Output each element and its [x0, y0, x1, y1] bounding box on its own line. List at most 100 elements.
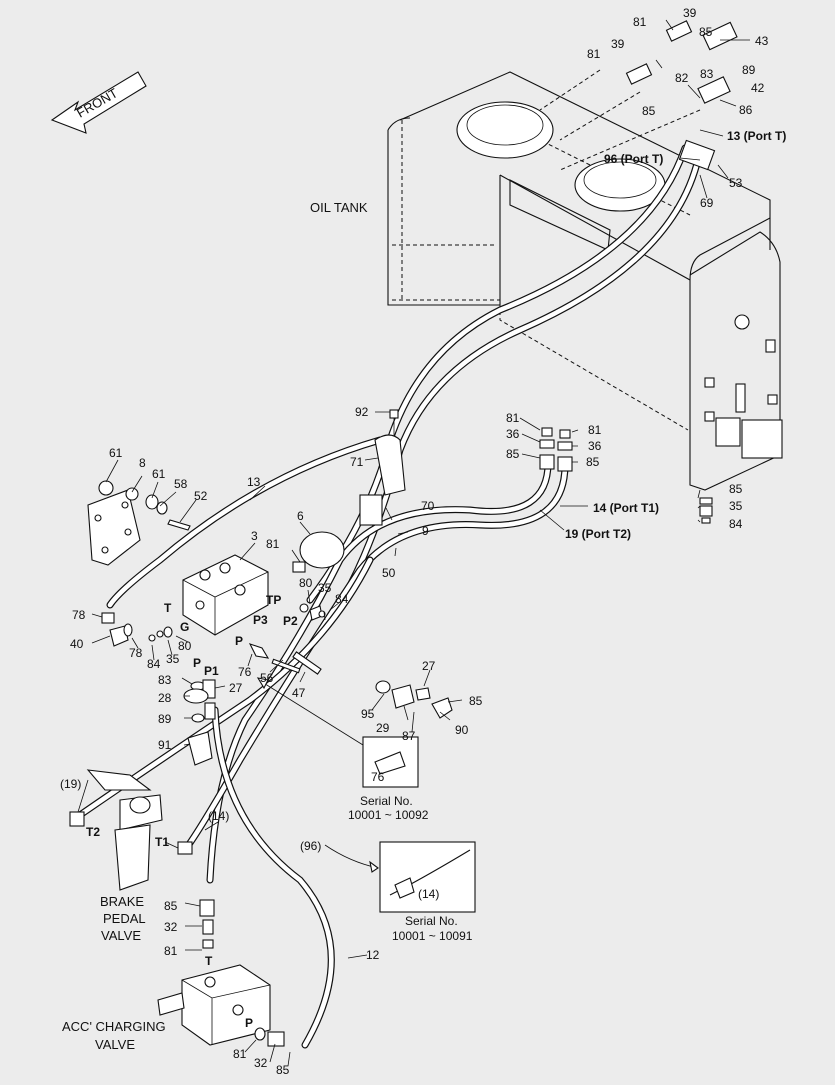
valve-block-3: [182, 531, 345, 636]
oil-tank: OIL TANK: [310, 71, 783, 491]
callout-85: 85: [276, 1063, 290, 1077]
bracket-8: [87, 480, 191, 566]
callout-35: 35: [729, 499, 743, 513]
callout-8: 8: [139, 456, 146, 470]
callout-92: 92: [355, 405, 369, 419]
callout-81: 81: [266, 537, 280, 551]
callout-14: (14): [208, 809, 229, 823]
callout-85: 85: [642, 104, 656, 118]
callout-84: 84: [729, 517, 743, 531]
callout-81: 81: [588, 423, 602, 437]
callout-76-box: 76: [371, 770, 385, 784]
callout-86: 86: [739, 103, 753, 117]
callout-50: 50: [382, 566, 396, 580]
callout-78: 78: [72, 608, 86, 622]
callout-19: (19): [60, 777, 81, 791]
callout-85: 85: [506, 447, 520, 461]
callout-36: 36: [506, 427, 520, 441]
callout-81: 81: [164, 944, 178, 958]
acc-valve-label-1: ACC' CHARGING: [62, 1019, 166, 1034]
brake-valve-label-2: PEDAL: [103, 911, 146, 926]
callout-85: 85: [164, 899, 178, 913]
callout-87: 87: [402, 729, 416, 743]
callout-6: 6: [297, 509, 304, 523]
port-p1: P1: [204, 664, 219, 678]
callout-13-port-t: 13 (Port T): [727, 129, 786, 143]
top-fittings: [539, 20, 738, 171]
port-p2: P2: [283, 614, 298, 628]
serial-box-1-line2: 10001 ~ 10092: [348, 808, 429, 822]
callout-85: 85: [729, 482, 743, 496]
callout-85: 85: [586, 455, 600, 469]
callout-39: 39: [611, 37, 625, 51]
acc-valve-label-2: VALVE: [95, 1037, 135, 1052]
port-tp: TP: [266, 593, 281, 607]
callout-32: 32: [254, 1056, 268, 1070]
callout-81: 81: [633, 15, 647, 29]
serial-box-2: Serial No. 10001 ~ 10091: [324, 841, 476, 943]
callout-89: 89: [158, 712, 172, 726]
callout-95: 95: [361, 707, 375, 721]
callout-42: 42: [751, 81, 765, 95]
callout-78: 78: [129, 646, 143, 660]
port-t1: T1: [155, 835, 169, 849]
front-arrow: FRONT: [50, 71, 147, 134]
leader-lines: [77, 19, 750, 1067]
callout-96-port-t: 96 (Port T): [604, 152, 663, 166]
callout-84: 84: [147, 657, 161, 671]
callout-81: 81: [233, 1047, 247, 1061]
serial-box-2-line2: 10001 ~ 10091: [392, 929, 473, 943]
callout-61: 61: [152, 467, 166, 481]
brake-valve-label-3: VALVE: [101, 928, 141, 943]
callout-9: 9: [422, 524, 429, 538]
port-t: T: [164, 601, 172, 615]
callout-91: 91: [158, 738, 172, 752]
callout-40: 40: [70, 637, 84, 651]
callout-36: 36: [588, 439, 602, 453]
serial-box-1: Serial No. 10001 ~ 10092: [256, 677, 429, 822]
callout-52: 52: [194, 489, 208, 503]
hoses: [76, 144, 704, 1049]
callout-83: 83: [700, 67, 714, 81]
callout-90: 90: [455, 723, 469, 737]
callout-27: 27: [422, 659, 436, 673]
callout-35: 35: [318, 581, 332, 595]
brake-valve-label-1: BRAKE: [100, 894, 144, 909]
callout-28: 28: [158, 691, 172, 705]
callout-83: 83: [158, 673, 172, 687]
callout-85: 85: [699, 25, 713, 39]
port-p-acc: P: [245, 1016, 253, 1030]
port-p: P: [193, 656, 201, 670]
callout-84: 84: [335, 592, 349, 606]
brake-pedal-valve: [69, 769, 193, 891]
callout-89: 89: [742, 63, 756, 77]
oil-tank-label: OIL TANK: [310, 200, 368, 215]
callout-13: 13: [247, 475, 261, 489]
callout-96: (96): [300, 839, 321, 853]
callout-39: 39: [683, 6, 697, 20]
callout-80: 80: [299, 576, 313, 590]
callout-12: 12: [366, 948, 380, 962]
callout-80: 80: [178, 639, 192, 653]
callout-69: 69: [700, 196, 714, 210]
serial-box-1-line1: Serial No.: [360, 794, 413, 808]
callout-85: 85: [469, 694, 483, 708]
callout-29: 29: [376, 721, 390, 735]
port-p3: P3: [253, 613, 268, 627]
callout-3: 3: [251, 529, 258, 543]
callout-47: 47: [292, 686, 306, 700]
port-p-2: P: [235, 634, 243, 648]
callout-76: 76: [238, 665, 252, 679]
callout-82: 82: [675, 71, 689, 85]
callout-35: 35: [166, 652, 180, 666]
callout-14-box: (14): [418, 887, 439, 901]
port-g: G: [180, 620, 189, 634]
callout-14-port-t1: 14 (Port T1): [593, 501, 659, 515]
fittings: [101, 409, 713, 766]
callouts: 39 81 85 43 81 39 89 83 82 42 85 86 13 (…: [60, 6, 786, 1077]
callout-27: 27: [229, 681, 243, 695]
callout-81: 81: [506, 411, 520, 425]
acc-charging-valve: [157, 899, 285, 1047]
callout-53: 53: [729, 176, 743, 190]
